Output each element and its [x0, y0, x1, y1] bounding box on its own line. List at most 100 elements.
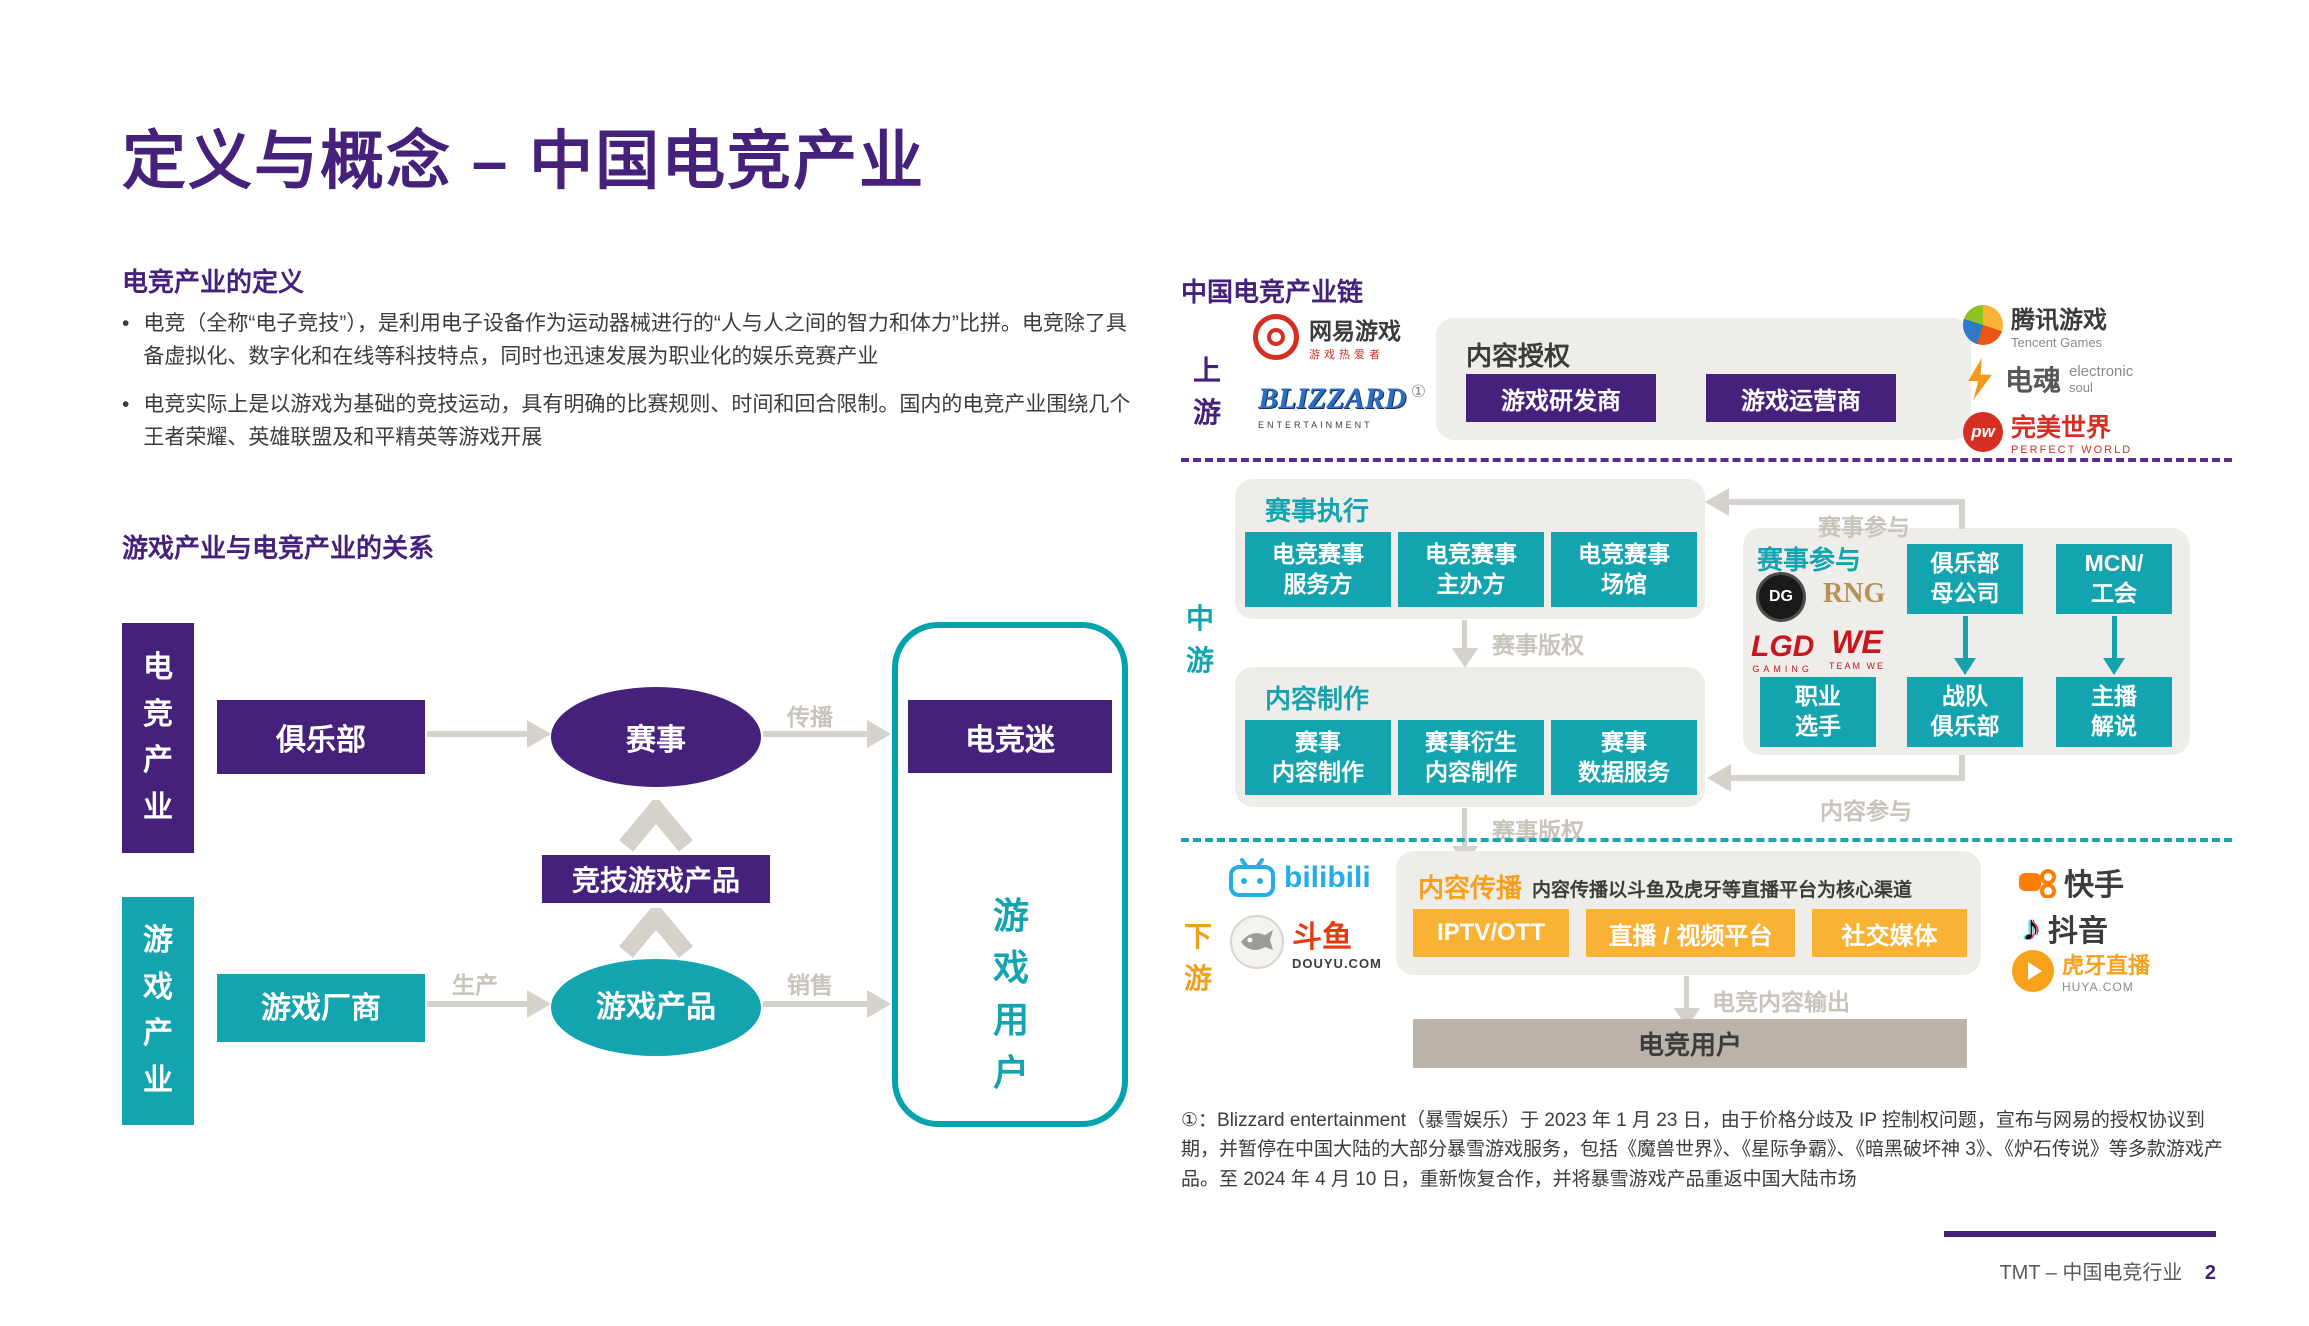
- footer: TMT – 中国电竞行业 2: [1700, 1256, 2216, 1285]
- event-execution-panel: 赛事执行 电竞赛事 服务方 电竞赛事 主办方 电竞赛事 场馆: [1235, 479, 1705, 619]
- perfect-world-name: 完美世界: [2011, 414, 2112, 442]
- esports-industry-label: 电竞产业: [143, 651, 173, 824]
- netease-logo: 网易游戏 游戏热爱者: [1253, 312, 1401, 362]
- tencent-logo: 腾讯游戏 Tencent Games: [1963, 300, 2107, 350]
- netease-icon: [1253, 314, 1299, 360]
- rights-arrow-2-line: [1462, 808, 1467, 848]
- content-spread-heading: 内容传播: [1418, 873, 1523, 903]
- bullet-item: • 电竞（全称“电子竞技”），是利用电子设备作为运动器械进行的“人与人之间的智力…: [122, 308, 1140, 373]
- game-user-label: 游戏用户: [992, 895, 1029, 1093]
- douyin-logo: ♪ 抖音: [2022, 906, 2108, 950]
- social-media-box: 社交媒体: [1812, 909, 1967, 957]
- output-arrow-line: [1684, 976, 1689, 1010]
- join-connector-bottom-vertical: [1959, 755, 1965, 781]
- page-number: 2: [2204, 1262, 2216, 1284]
- team-club-box: 战队 俱乐部: [1907, 677, 2023, 747]
- content-production-heading: 内容制作: [1265, 684, 1370, 714]
- caster-box: 主播 解说: [2056, 677, 2172, 747]
- dianhun-sub2: soul: [2069, 380, 2093, 395]
- perfect-world-icon: pw: [1963, 412, 2003, 452]
- kuaishou-name: 快手: [2064, 869, 2124, 902]
- edg-logo: DG: [1756, 572, 1806, 622]
- dianhun-name: 电魂: [2005, 365, 2062, 396]
- downstream-label: 下游: [1183, 921, 1212, 994]
- event-execution-heading: 赛事执行: [1265, 496, 1370, 526]
- douyu-logo: 斗鱼 DOUYU.COM: [1230, 912, 1382, 971]
- content-join-label: 内容参与: [1820, 798, 1912, 824]
- mcn-to-caster-arrowhead: [2103, 658, 2125, 675]
- huya-logo: 虎牙直播 HUYA.COM: [2012, 948, 2150, 994]
- esports-industry-bar: 电竞产业: [122, 623, 194, 853]
- output-label: 电竞内容输出: [1712, 989, 1850, 1015]
- mcn-box: MCN/ 工会: [2056, 544, 2172, 614]
- footnote: ①：Blizzard entertainment（暴雪娱乐）于 2023 年 1…: [1181, 1110, 2223, 1190]
- event-ellipse: 赛事: [551, 687, 761, 787]
- event-participation-panel: 赛事参与 DG RNG LGD GAMING WE TEAM WE 俱乐部 母公…: [1743, 528, 2190, 755]
- douyin-icon: ♪: [2022, 907, 2040, 948]
- bullet-item: • 电竞实际上是以游戏为基础的竞技运动，具有明确的比赛规则、时间和回合限制。国内…: [122, 389, 1140, 454]
- douyu-icon: [1230, 914, 1284, 969]
- douyin-name: 抖音: [2048, 915, 2108, 948]
- iptv-ott-box: IPTV/OTT: [1413, 909, 1569, 957]
- bilibili-icon: [1229, 858, 1275, 897]
- event-data-box: 赛事 数据服务: [1551, 720, 1697, 795]
- event-venue-box: 电竞赛事 场馆: [1551, 532, 1697, 607]
- game-maker-box: 游戏厂商: [217, 974, 425, 1042]
- maker-to-product-arrowhead: [527, 990, 551, 1018]
- rights-arrow-1-line: [1462, 620, 1467, 650]
- tencent-icon: [1963, 305, 2003, 345]
- product-to-user-arrow: [763, 1001, 869, 1007]
- derived-content-box: 赛事衍生 内容制作: [1398, 720, 1544, 795]
- perfect-world-logo: pw 完美世界 PERFECT WORLD: [1963, 408, 2132, 456]
- perfect-world-sub: PERFECT WORLD: [2011, 444, 2133, 456]
- join-connector-top-horizontal: [1726, 499, 1965, 505]
- club-to-team-arrowhead: [1954, 658, 1976, 675]
- produce-label: 生产: [452, 972, 498, 998]
- netease-sub: 游戏热爱者: [1309, 349, 1384, 361]
- club-to-event-arrowhead: [527, 720, 551, 748]
- bullet-dot: •: [122, 312, 130, 335]
- midstream-downstream-divider: [1181, 838, 2232, 842]
- club-parent-box: 俱乐部 母公司: [1907, 544, 2023, 614]
- game-industry-bar: 游戏产业: [122, 897, 194, 1125]
- license-heading: 内容授权: [1466, 341, 1571, 371]
- spread-label: 传播: [787, 704, 833, 730]
- bullet-dot: •: [122, 393, 130, 417]
- event-participation-heading: 赛事参与: [1757, 545, 1862, 575]
- kuaishou-logo: 快手: [2018, 860, 2124, 904]
- huya-icon: [2012, 950, 2054, 992]
- club-box: 俱乐部: [217, 700, 425, 774]
- tencent-name: 腾讯游戏: [2011, 307, 2107, 334]
- event-organizer-box: 电竞赛事 主办方: [1398, 532, 1544, 607]
- join-connector-top-arrowhead: [1705, 488, 1729, 516]
- footer-label: TMT – 中国电竞行业: [1999, 1262, 2183, 1284]
- we-logo: WE TEAM WE: [1829, 624, 1885, 671]
- kuaishou-icon: [2019, 869, 2056, 898]
- we-name: WE: [1831, 624, 1883, 660]
- dianhun-icon: [1968, 358, 1992, 400]
- dianhun-logo: 电魂 electronic soul: [1963, 358, 2133, 400]
- rights-arrow-1-head: [1452, 648, 1478, 668]
- blizzard-name: BLIZZARD: [1258, 382, 1407, 415]
- blizzard-logo: BLIZZARD ① ENTERTAINMENT: [1258, 382, 1426, 430]
- bullet-text: 电竞实际上是以游戏为基础的竞技运动，具有明确的比赛规则、时间和回合限制。国内的电…: [143, 393, 1131, 449]
- huya-name: 虎牙直播: [2062, 953, 2151, 978]
- bilibili-name: bilibili: [1284, 861, 1371, 894]
- mcn-to-caster-arrow: [2112, 616, 2117, 660]
- upstream-label: 上游: [1192, 355, 1221, 428]
- event-service-box: 电竞赛事 服务方: [1245, 532, 1391, 607]
- competitive-product-box: 竞技游戏产品: [542, 855, 770, 903]
- netease-name: 网易游戏: [1309, 318, 1401, 344]
- game-product-ellipse: 游戏产品: [551, 959, 761, 1056]
- bilibili-logo: bilibili: [1228, 858, 1371, 898]
- midstream-label: 中游: [1185, 603, 1214, 676]
- rng-logo: RNG: [1823, 578, 1886, 609]
- huya-sub: HUYA.COM: [2062, 980, 2134, 994]
- join-connector-top-vertical: [1959, 499, 1965, 529]
- sell-label: 销售: [787, 972, 833, 998]
- game-developer-box: 游戏研发商: [1466, 374, 1656, 422]
- game-operator-box: 游戏运营商: [1706, 374, 1896, 422]
- blizzard-sub: ENTERTAINMENT: [1258, 420, 1373, 430]
- live-video-box: 直播 / 视频平台: [1586, 909, 1795, 957]
